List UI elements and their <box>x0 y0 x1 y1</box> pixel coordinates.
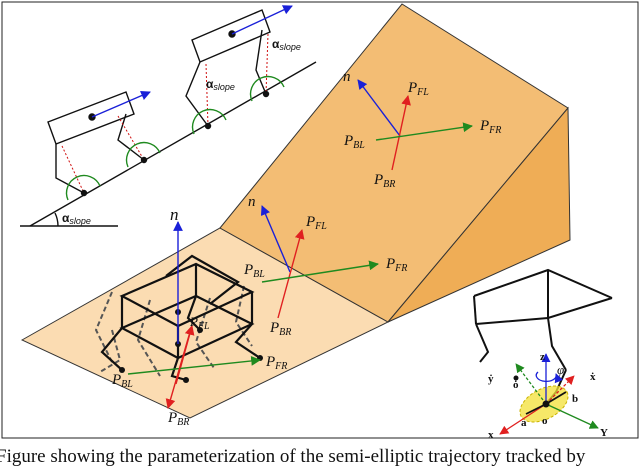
o-label: o <box>542 415 548 427</box>
ground-normal-label: n <box>170 205 179 224</box>
slope-inset <box>20 5 317 227</box>
slope-FL-arrow <box>391 95 411 171</box>
inset-step-arc-3 <box>191 108 227 135</box>
edge-FL-label: PFL <box>305 214 327 232</box>
inset-velocity-arrow-upper <box>231 5 293 35</box>
o-dot-label: ȯ <box>513 379 519 391</box>
phi-label: φ <box>557 362 564 377</box>
ground-BL-label: PBL <box>111 372 133 390</box>
inset-slope-line <box>29 61 317 227</box>
slope-normal-label: n <box>343 69 351 85</box>
ground-BR-arrow <box>165 331 191 409</box>
trajectory-inset <box>473 268 613 405</box>
edge-BR-label: PBR <box>269 320 291 338</box>
slope-FR-arrow <box>375 122 473 141</box>
slope-BR-label: PBR <box>373 172 395 190</box>
trajectory-axes <box>499 353 599 435</box>
b-label: b <box>572 393 578 405</box>
edge-foot-vectors <box>260 205 379 319</box>
edge-FR-label: PFR <box>385 256 407 274</box>
slope-FR-label: PFR <box>479 118 501 136</box>
ground-FR-arrow <box>127 356 261 375</box>
edge-BL-label: PBL <box>243 262 265 280</box>
y-axis-label: Y <box>600 427 608 439</box>
ground-foot-vectors <box>127 221 261 409</box>
inset-leg-upper-rear <box>185 61 209 127</box>
edge-normal-arrow <box>260 205 291 273</box>
x-axis-label: x <box>488 429 494 441</box>
inset-slope-angle-arc <box>54 212 59 227</box>
inset-leg-lower-rear <box>55 144 85 194</box>
trajectory-origin <box>542 400 550 408</box>
inset-leg-lower-front <box>117 113 145 161</box>
y-dot-label: ẏ <box>488 373 494 385</box>
inset-leg-upper-front <box>255 29 267 95</box>
z-axis-label: z <box>540 351 545 363</box>
figure-border <box>1 1 639 439</box>
edge-normal-label: n <box>248 194 256 210</box>
terrain <box>20 3 571 419</box>
edge-FL-arrow <box>277 229 305 319</box>
ground-FL-label: PFL <box>189 314 210 332</box>
trajectory-origin-dot <box>513 375 519 381</box>
ground-FR-label: PFR <box>265 354 287 372</box>
inset-step-arc-4 <box>249 75 285 102</box>
slope-BL-label: PBL <box>343 133 365 151</box>
inset-slope-angle-label-3: αslope <box>272 37 301 52</box>
edge-FR-arrow <box>261 260 379 283</box>
slope-side <box>387 106 571 323</box>
slope-FL-label: PFL <box>407 80 429 98</box>
inset-step-arc-1 <box>65 174 101 201</box>
a-label: a <box>521 417 527 429</box>
robot-wireframe <box>94 254 263 383</box>
slope-foot-vectors <box>357 79 473 171</box>
figure-caption: Figure showing the parameterization of t… <box>0 446 586 467</box>
inset-velocity-arrow-lower <box>91 90 151 118</box>
ground-BR-label: PBR <box>167 410 189 428</box>
x-dot-label: ẋ <box>590 371 596 383</box>
inset-slope-angle-label: αslope <box>62 211 91 226</box>
inset-slope-angle-label-2: αslope <box>206 77 235 92</box>
slope-normal-arrow <box>357 79 401 137</box>
inset-step-arc-2 <box>125 141 161 168</box>
